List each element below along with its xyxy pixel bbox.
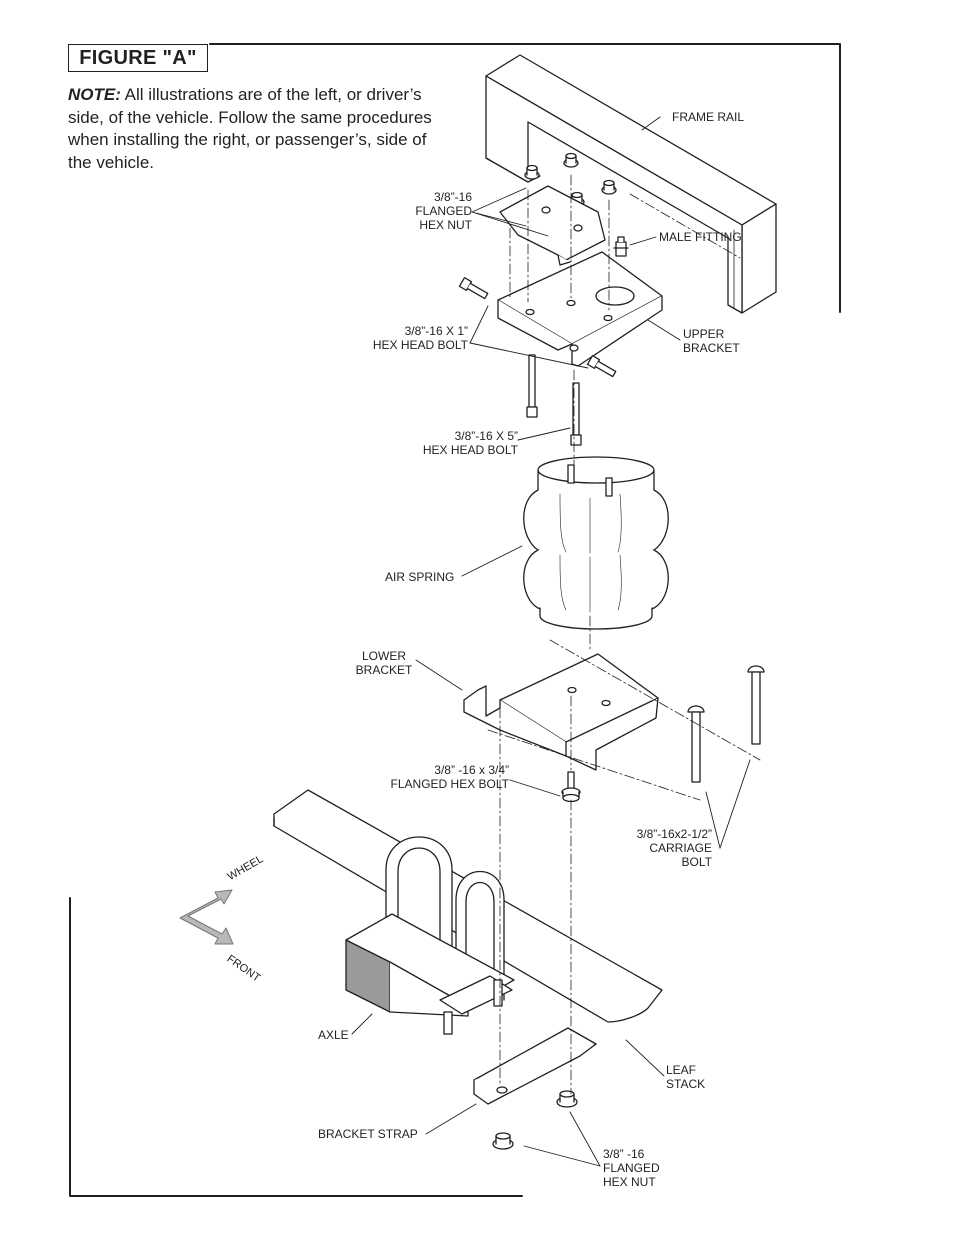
label-line: HEX HEAD BOLT — [422, 443, 518, 457]
label-line: HEX NUT — [419, 218, 472, 232]
label-line: 3/8”-16 X 1” — [404, 324, 468, 338]
male-fitting — [613, 236, 629, 257]
label-line: BOLT — [681, 855, 712, 869]
label-flanged-hex-nut-top: 3/8”-16 FLANGED HEX NUT — [404, 190, 472, 232]
label-carriage-bolt: 3/8”-16x2-1/2” CARRIAGE BOLT — [624, 827, 712, 869]
label-axle: AXLE — [318, 1028, 349, 1042]
leader-lines — [351, 116, 751, 1167]
label-air-spring: AIR SPRING — [385, 570, 455, 584]
label-frame-rail: FRAME RAIL — [672, 110, 745, 124]
long-hex-bolts — [526, 354, 582, 446]
label-hex-head-bolt-1: 3/8”-16 X 1” HEX HEAD BOLT — [368, 324, 468, 352]
air-spring — [523, 456, 669, 630]
figure-frame — [69, 43, 841, 1197]
label-line: CARRIAGE — [649, 841, 712, 855]
note-text: All illustrations are of the left, or dr… — [68, 85, 432, 172]
label-line: HEX NUT — [603, 1175, 656, 1189]
label-line: BRACKET — [355, 663, 413, 677]
label-line: UPPER — [683, 327, 725, 341]
assembly-lines — [487, 174, 761, 1095]
label-line: LEAF — [666, 1063, 697, 1077]
label-line: 3/8”-16x2-1/2” — [636, 827, 712, 841]
hanger-plate — [499, 185, 606, 266]
label-line: FLANGED — [603, 1161, 660, 1175]
label-line: BRACKET — [683, 341, 740, 355]
bottom-flanged-nuts — [492, 1090, 578, 1150]
label-line: 3/8” -16 x 3/4” — [434, 763, 509, 777]
note-paragraph: NOTE: All illustrations are of the left,… — [68, 84, 438, 174]
label-flanged-hex-nut-bottom: 3/8” -16 FLANGED HEX NUT — [603, 1147, 660, 1189]
label-line: FLANGED — [415, 204, 472, 218]
label-line: LOWER — [361, 649, 406, 663]
short-hex-bolts — [458, 277, 617, 378]
label-flanged-hex-bolt: 3/8” -16 x 3/4” FLANGED HEX BOLT — [372, 763, 509, 791]
label-line: 3/8”-16 X 5” — [454, 429, 518, 443]
label-upper-bracket: UPPER BRACKET — [683, 327, 740, 355]
label-line: HEX HEAD BOLT — [372, 338, 468, 352]
axle — [345, 913, 515, 1035]
carriage-bolts — [687, 665, 765, 783]
note-label: NOTE: — [68, 85, 121, 104]
label-line: FLANGED HEX BOLT — [390, 777, 509, 791]
lower-bracket — [463, 653, 659, 771]
label-line: STACK — [666, 1077, 706, 1091]
label-bracket-strap: BRACKET STRAP — [318, 1127, 418, 1141]
bracket-strap — [473, 1027, 597, 1105]
label-hex-head-bolt-5: 3/8”-16 X 5” HEX HEAD BOLT — [416, 429, 518, 457]
flanged-hex-bolt — [561, 771, 581, 803]
label-leaf-stack: LEAF STACK — [666, 1063, 705, 1091]
label-line: 3/8”-16 — [433, 190, 472, 204]
label-male-fitting: MALE FITTING — [659, 230, 742, 244]
label-lower-bracket: LOWER BRACKET — [350, 649, 418, 677]
upper-bracket — [497, 251, 663, 367]
label-line: 3/8” -16 — [603, 1147, 645, 1161]
figure-title: FIGURE "A" — [68, 44, 208, 72]
direction-arrow-icon — [179, 889, 234, 945]
